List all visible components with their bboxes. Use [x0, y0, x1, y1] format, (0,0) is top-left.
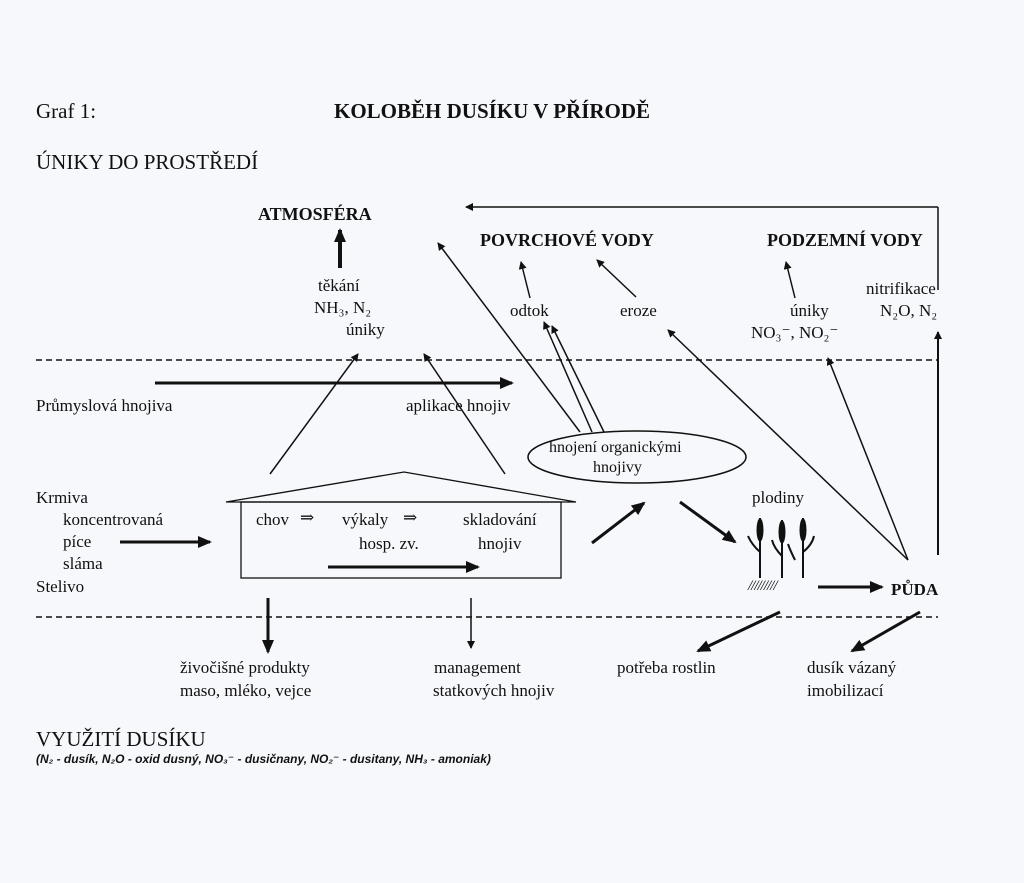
- barn-to-hnojeni-arrow: [591, 501, 646, 545]
- section-bottom-title: VYUŽITÍ DUSÍKU: [36, 727, 206, 751]
- dusik-label-1: dusík vázaný: [807, 658, 897, 677]
- tekani-gases: NH₃, N₂: [314, 298, 372, 317]
- potreba-label: potřeba rostlin: [617, 658, 716, 677]
- hnojiv-label: hnojiv: [478, 534, 522, 553]
- potreba-arrow: [696, 610, 781, 653]
- hnojeni-to-atmosfera-arrow: [437, 242, 581, 433]
- uniky-arrow: [783, 261, 796, 299]
- graf-label: Graf 1:: [36, 99, 97, 123]
- krmiva-label: Krmiva: [36, 488, 88, 507]
- odtok-arrow: [518, 261, 531, 299]
- barn-box: [240, 501, 562, 579]
- zone-atmosfera: ATMOSFÉRA: [258, 204, 372, 224]
- hnojeni-label-2: hnojivy: [593, 459, 642, 476]
- section-top-title: ÚNIKY DO PROSTŘEDÍ: [36, 150, 259, 174]
- hnojeni-to-odtok-arrow-2: [551, 325, 605, 433]
- skladovani-label: skladování: [463, 510, 537, 529]
- eroze-arrow: [596, 259, 637, 298]
- zivocisne-label-1: živočišné produkty: [180, 658, 310, 677]
- management-label-1: management: [434, 658, 521, 677]
- puda-to-eroze-arrow: [667, 329, 909, 561]
- pice-label: píce: [63, 532, 92, 551]
- hnojeni-label-1: hnojení organickými: [549, 439, 682, 456]
- soil-hatch: /////////: [748, 578, 777, 594]
- legend-note: (N₂ - dusík, N₂O - oxid dusný, NO₃⁻ - du…: [36, 752, 491, 766]
- tekani-label: těkání: [318, 276, 360, 295]
- hnojeni-to-odtok-arrow-1: [543, 321, 593, 433]
- nitrifikace-label: nitrifikace: [866, 279, 936, 298]
- zone-podzemni-vody: PODZEMNÍ VODY: [767, 230, 923, 250]
- puda-label: PŮDA: [891, 580, 939, 599]
- koncentrovana-label: koncentrovaná: [63, 510, 164, 529]
- eroze-label: eroze: [620, 301, 657, 320]
- barn-to-tekani-arrow: [269, 353, 359, 475]
- uniky-label: úniky: [790, 301, 829, 320]
- barn-roof: [225, 471, 577, 503]
- uniky-ions: NO₃⁻, NO₂⁻: [751, 323, 839, 342]
- barn-to-aplikace-arrow: [423, 353, 506, 475]
- tekani-uniky: úniky: [346, 320, 385, 339]
- nitrifikace-gases: N₂O, N₂: [880, 301, 938, 320]
- zone-povrchove-vody: POVRCHOVÉ VODY: [480, 230, 654, 250]
- prumyslova-label: Průmyslová hnojiva: [36, 396, 173, 415]
- page-title: KOLOBĚH DUSÍKU V PŘÍRODĚ: [334, 99, 651, 123]
- dusik-arrow: [850, 610, 921, 653]
- odtok-label: odtok: [510, 301, 549, 320]
- vykaly-arrow-icon: ⇒: [403, 508, 418, 527]
- puda-to-uniky-arrow: [826, 357, 909, 561]
- hnojeni-to-plodiny-arrow: [679, 500, 737, 544]
- dusik-label-2: imobilizací: [807, 681, 884, 700]
- chov-label: chov: [256, 510, 290, 529]
- vykaly-label: výkaly: [342, 510, 389, 529]
- chov-arrow-icon: ⇒: [300, 508, 315, 527]
- slama-label: sláma: [63, 554, 103, 573]
- hosp-label: hosp. zv.: [359, 534, 419, 553]
- plodiny-icon: [747, 518, 815, 578]
- stelivo-label: Stelivo: [36, 577, 85, 596]
- plodiny-label: plodiny: [752, 488, 804, 507]
- zivocisne-label-2: maso, mléko, vejce: [180, 681, 312, 700]
- hnojeni-ellipse: [527, 430, 747, 484]
- aplikace-label: aplikace hnojiv: [406, 396, 511, 415]
- management-label-2: statkových hnojiv: [433, 681, 555, 700]
